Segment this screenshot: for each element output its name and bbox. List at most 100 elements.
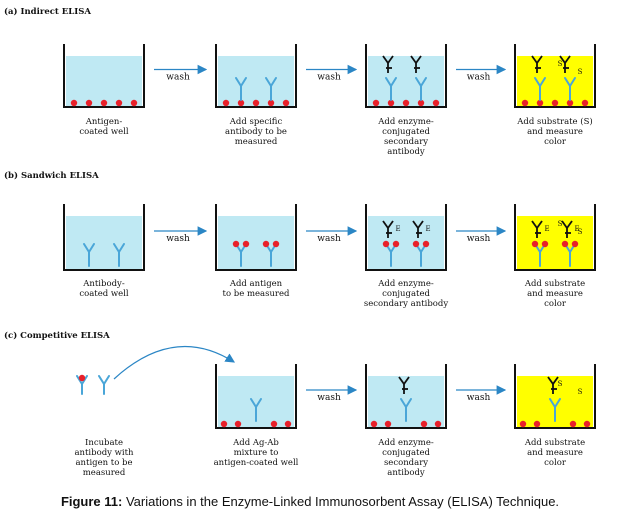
wash-label: wash bbox=[467, 234, 491, 244]
antigen-dot bbox=[382, 240, 390, 248]
step-label: Add Ag-Ab bbox=[232, 438, 279, 448]
step-label: to be measured bbox=[223, 289, 290, 299]
antigen-dot bbox=[267, 99, 275, 107]
antigen-dot bbox=[115, 99, 123, 107]
enzyme-marker: E bbox=[395, 225, 400, 233]
well-outline bbox=[365, 204, 447, 271]
buffer-liquid bbox=[218, 216, 294, 270]
antigen-dot bbox=[571, 240, 579, 248]
primary-antibody-icon bbox=[385, 77, 397, 101]
antigen-dot bbox=[561, 240, 569, 248]
bound-antibody-icon bbox=[549, 398, 561, 422]
antigen-dot bbox=[270, 420, 278, 428]
secondary-antibody-icon bbox=[547, 376, 559, 394]
step-label: Add enzyme- bbox=[377, 279, 434, 289]
well-outline bbox=[63, 204, 145, 271]
step-label: and measure bbox=[527, 289, 583, 299]
antigen-dot bbox=[85, 99, 93, 107]
step-label: Add substrate (S) bbox=[516, 116, 593, 127]
well-outline bbox=[215, 364, 297, 429]
buffer-liquid bbox=[218, 56, 294, 107]
section-title: (b) Sandwich ELISA bbox=[4, 170, 99, 181]
buffer-liquid bbox=[368, 56, 444, 107]
free-antibody-icon bbox=[76, 375, 88, 395]
well-outline bbox=[365, 44, 447, 108]
step-label: antibody bbox=[387, 147, 425, 157]
step-label: coated well bbox=[79, 289, 129, 299]
antigen-dot bbox=[531, 240, 539, 248]
substrate-marker: S bbox=[578, 228, 583, 236]
wash-label: wash bbox=[467, 73, 491, 83]
step-label: conjugated bbox=[382, 289, 430, 299]
antigen-dot bbox=[384, 420, 392, 428]
substrate-marker: S bbox=[558, 220, 563, 228]
antigen-dot bbox=[566, 99, 574, 107]
wash-label: wash bbox=[317, 393, 341, 403]
antigen-dot bbox=[242, 240, 250, 248]
antigen-dot bbox=[432, 99, 440, 107]
well-outline bbox=[514, 364, 596, 429]
well-outline bbox=[215, 44, 297, 108]
step-2-2 bbox=[365, 364, 447, 429]
step-label: color bbox=[544, 458, 567, 468]
well-outline bbox=[514, 44, 596, 108]
antigen-dot bbox=[581, 99, 589, 107]
step-1-3 bbox=[514, 204, 596, 271]
step-label: measured bbox=[83, 468, 126, 478]
antigen-dot bbox=[536, 99, 544, 107]
step-label: antibody to be bbox=[225, 127, 287, 137]
antigen-dot bbox=[284, 420, 292, 428]
secondary-antibody-icon bbox=[561, 220, 573, 238]
secondary-antibody-icon bbox=[531, 55, 543, 73]
antigen-dot bbox=[519, 420, 527, 428]
figure-caption: Figure 11: Variations in the Enzyme-Link… bbox=[0, 494, 620, 509]
well-outline bbox=[514, 204, 596, 271]
step-label: Incubate bbox=[85, 438, 123, 448]
caption-prefix: Figure 11: bbox=[60, 494, 123, 509]
antigen-dot bbox=[412, 240, 420, 248]
step-label: Add antigen bbox=[229, 279, 283, 289]
substrate-liquid bbox=[517, 56, 593, 107]
wash-label: wash bbox=[166, 234, 190, 244]
antigen-dot bbox=[521, 99, 529, 107]
secondary-antibody-icon bbox=[531, 220, 543, 238]
primary-antibody-icon bbox=[534, 77, 546, 101]
step-2-0 bbox=[76, 345, 236, 395]
step-label: and measure bbox=[527, 448, 583, 458]
antigen-dot bbox=[70, 99, 78, 107]
step-1-1 bbox=[215, 204, 297, 271]
wash-label: wash bbox=[467, 393, 491, 403]
step-0-2 bbox=[365, 44, 447, 108]
section-title: (c) Competitive ELISA bbox=[4, 330, 110, 341]
step-label: secondary bbox=[384, 137, 428, 147]
antigen-dot bbox=[422, 240, 430, 248]
buffer-liquid bbox=[66, 56, 142, 107]
free-antigen-dot bbox=[78, 374, 86, 382]
enzyme-marker: E bbox=[574, 225, 579, 233]
bound-antibody-icon bbox=[400, 398, 412, 422]
step-label: conjugated bbox=[382, 448, 430, 458]
antigen-dot bbox=[220, 420, 228, 428]
capture-antibody-icon bbox=[113, 243, 125, 267]
secondary-antibody-icon bbox=[410, 55, 422, 73]
step-label: Add specific bbox=[229, 117, 283, 127]
step-0-3 bbox=[514, 44, 596, 108]
step-2-1 bbox=[215, 364, 297, 429]
step-label: Add substrate bbox=[524, 279, 585, 289]
step-label: antigen-coated well bbox=[214, 458, 299, 468]
antigen-dot bbox=[100, 99, 108, 107]
step-label: Add enzyme- bbox=[377, 117, 434, 127]
antigen-dot bbox=[222, 99, 230, 107]
wash-label: wash bbox=[166, 73, 190, 83]
step-1-2 bbox=[365, 204, 447, 271]
antigen-dot bbox=[541, 240, 549, 248]
step-0-0 bbox=[63, 44, 145, 108]
wash-label: wash bbox=[317, 234, 341, 244]
secondary-antibody-icon bbox=[412, 220, 424, 238]
antigen-dot bbox=[420, 420, 428, 428]
antigen-dot bbox=[569, 420, 577, 428]
substrate-marker: S bbox=[558, 60, 563, 68]
step-label: secondary antibody bbox=[364, 299, 448, 309]
